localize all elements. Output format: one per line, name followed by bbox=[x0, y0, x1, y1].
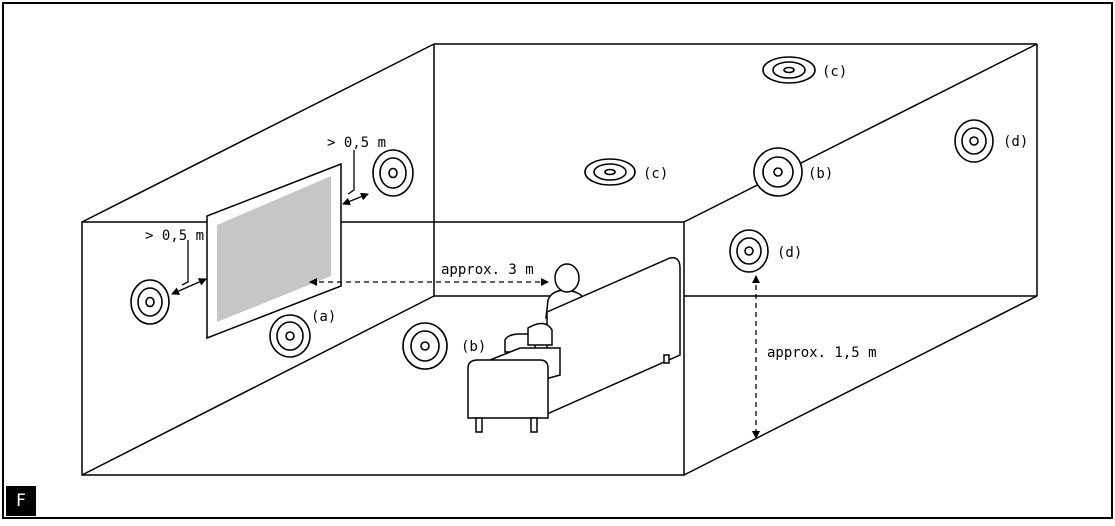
label-spk-b-right: (b) bbox=[808, 166, 833, 182]
tv-screen bbox=[206, 162, 342, 340]
label-dist-view: approx. 3 m bbox=[441, 262, 534, 278]
dim-left-leader bbox=[181, 240, 189, 286]
label-spk-d-low: (d) bbox=[777, 245, 802, 261]
speaker-a-icon bbox=[269, 314, 311, 358]
dim-left-arrow bbox=[171, 278, 207, 295]
label-spk-c-top: (c) bbox=[822, 64, 847, 80]
speaker-b-right-icon bbox=[753, 147, 803, 197]
dim-top-arrow bbox=[342, 192, 369, 206]
figure-label-badge: F bbox=[6, 486, 36, 516]
sofa-leg bbox=[530, 417, 538, 433]
floor-left-line bbox=[81, 295, 435, 476]
label-spk-d-right: (d) bbox=[1003, 134, 1028, 150]
sofa-leg bbox=[663, 354, 670, 364]
speaker-c-mid-icon bbox=[584, 158, 636, 186]
sofa-rear-arm bbox=[527, 322, 553, 346]
sofa-with-listener bbox=[467, 256, 681, 433]
sofa-front-arm bbox=[467, 359, 549, 419]
room-box bbox=[81, 43, 1038, 476]
speaker-d-right-icon bbox=[954, 119, 994, 163]
sofa-leg bbox=[475, 417, 483, 433]
label-spk-b-left: (b) bbox=[461, 339, 486, 355]
speaker-side-upper-icon bbox=[372, 149, 414, 197]
label-spk-a: (a) bbox=[311, 309, 336, 325]
label-dist-left: > 0,5 m bbox=[145, 228, 204, 244]
listener-head bbox=[554, 263, 580, 293]
speaker-d-low-icon bbox=[729, 229, 769, 273]
speaker-b-left-icon bbox=[402, 322, 448, 370]
speakers bbox=[130, 56, 994, 370]
label-spk-c-mid: (c) bbox=[643, 166, 668, 182]
dimensions bbox=[171, 150, 760, 439]
outer-frame bbox=[2, 2, 1113, 519]
label-dist-height: approx. 1,5 m bbox=[767, 345, 877, 361]
speaker-side-left-icon bbox=[130, 279, 170, 325]
sofa-back bbox=[546, 256, 681, 416]
speaker-c-top-icon bbox=[762, 56, 816, 84]
label-dist-top: > 0,5 m bbox=[327, 135, 386, 151]
dim-top-leader bbox=[347, 150, 355, 195]
